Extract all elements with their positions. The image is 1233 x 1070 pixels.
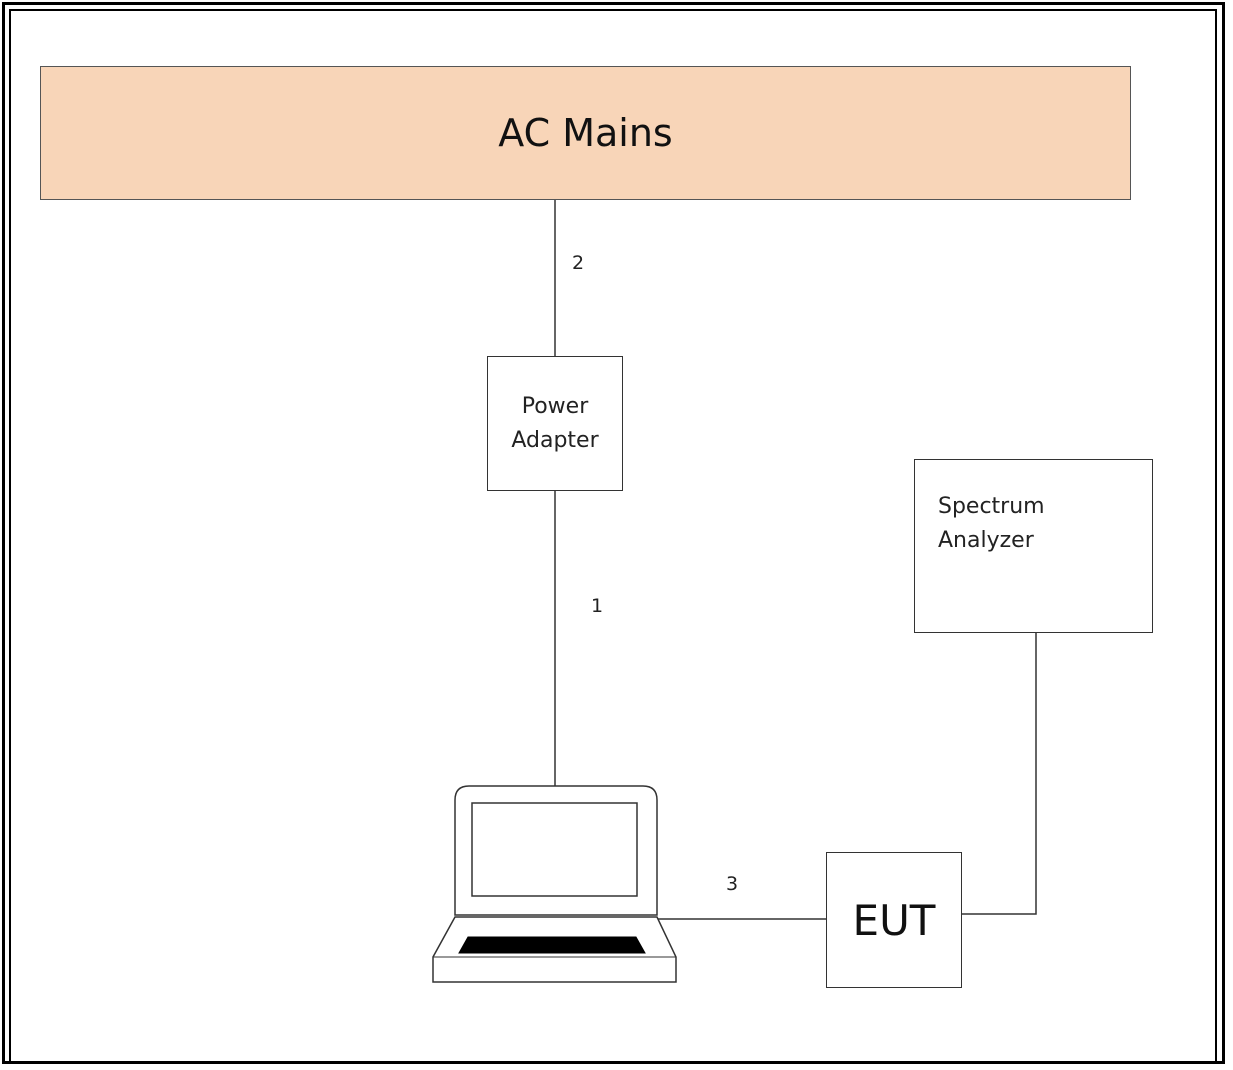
laptop-screen (471, 802, 638, 897)
power-adapter-label-line1: Power (521, 393, 589, 419)
power-adapter-block: Power Adapter (487, 356, 623, 491)
eut-block: EUT (826, 852, 962, 988)
power-adapter-label-line2: Adapter (511, 427, 599, 453)
cable-2-number: 2 (572, 252, 585, 274)
ac-mains-block: AC Mains (40, 66, 1131, 200)
cable-1-number: 1 (591, 595, 604, 617)
cable-3-number: 3 (726, 873, 739, 895)
analyzer-cable-line (962, 633, 1037, 915)
laptop-keyboard (458, 936, 646, 954)
ac-mains-label: AC Mains (498, 111, 673, 155)
eut-label: EUT (852, 895, 936, 945)
spectrum-analyzer-label-line1: Spectrum (938, 494, 1045, 519)
spectrum-analyzer-label-line2: Analyzer (938, 528, 1034, 553)
laptop-icon (432, 785, 677, 983)
spectrum-analyzer-block: Spectrum Analyzer (914, 459, 1153, 633)
inner-frame-border (9, 9, 1217, 1063)
